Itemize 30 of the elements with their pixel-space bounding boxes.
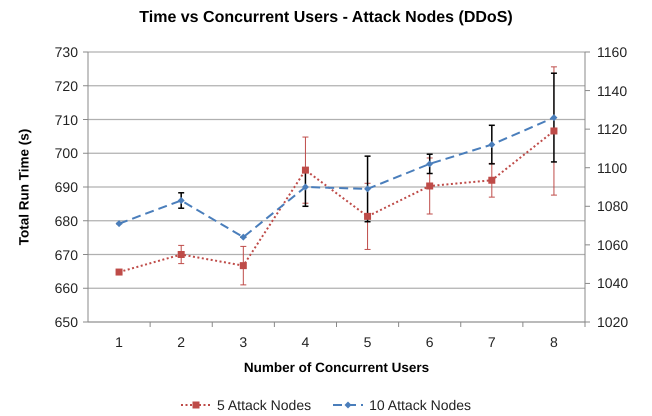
y-tick-label: 720: [54, 78, 78, 94]
x-tick-label: 1: [115, 334, 123, 350]
y-tick-label: 730: [54, 44, 78, 60]
y2-tick-label: 1060: [597, 236, 628, 253]
y-tick-label: 680: [54, 212, 78, 229]
y2-tick-label: 1100: [597, 160, 628, 176]
y2-tick-label: 1040: [597, 275, 628, 292]
y-tick-label: 650: [54, 314, 78, 330]
x-tick-label: 5: [364, 334, 372, 350]
y-tick-label: 670: [54, 246, 78, 262]
x-axis-title: Number of Concurrent Users: [244, 360, 430, 375]
y-tick-label: 690: [54, 179, 78, 195]
y2-tick-label: 1080: [597, 198, 628, 214]
x-tick-label: 7: [488, 334, 496, 350]
y-tick-label: 710: [54, 112, 78, 128]
y2-tick-label: 1140: [597, 82, 628, 99]
y-axis-title: Total Run Time (s): [16, 128, 32, 246]
x-tick-label: 2: [177, 334, 186, 350]
y-tick-label: 660: [54, 280, 78, 296]
x-tick-label: 8: [550, 334, 558, 350]
y-tick-label: 700: [54, 145, 78, 162]
x-tick-label: 4: [302, 334, 310, 350]
x-tick-label: 6: [426, 334, 434, 350]
x-tick-label: 3: [239, 334, 248, 350]
legend-label: 10 Attack Nodes: [369, 397, 472, 413]
y2-tick-label: 1160: [597, 44, 628, 60]
y2-tick-label: 1020: [597, 314, 628, 330]
y2-tick-label: 1120: [597, 121, 628, 138]
legend-label: 5 Attack Nodes: [216, 397, 312, 413]
chart-title: Time vs Concurrent Users - Attack Nodes (DDoS): [138, 9, 514, 27]
